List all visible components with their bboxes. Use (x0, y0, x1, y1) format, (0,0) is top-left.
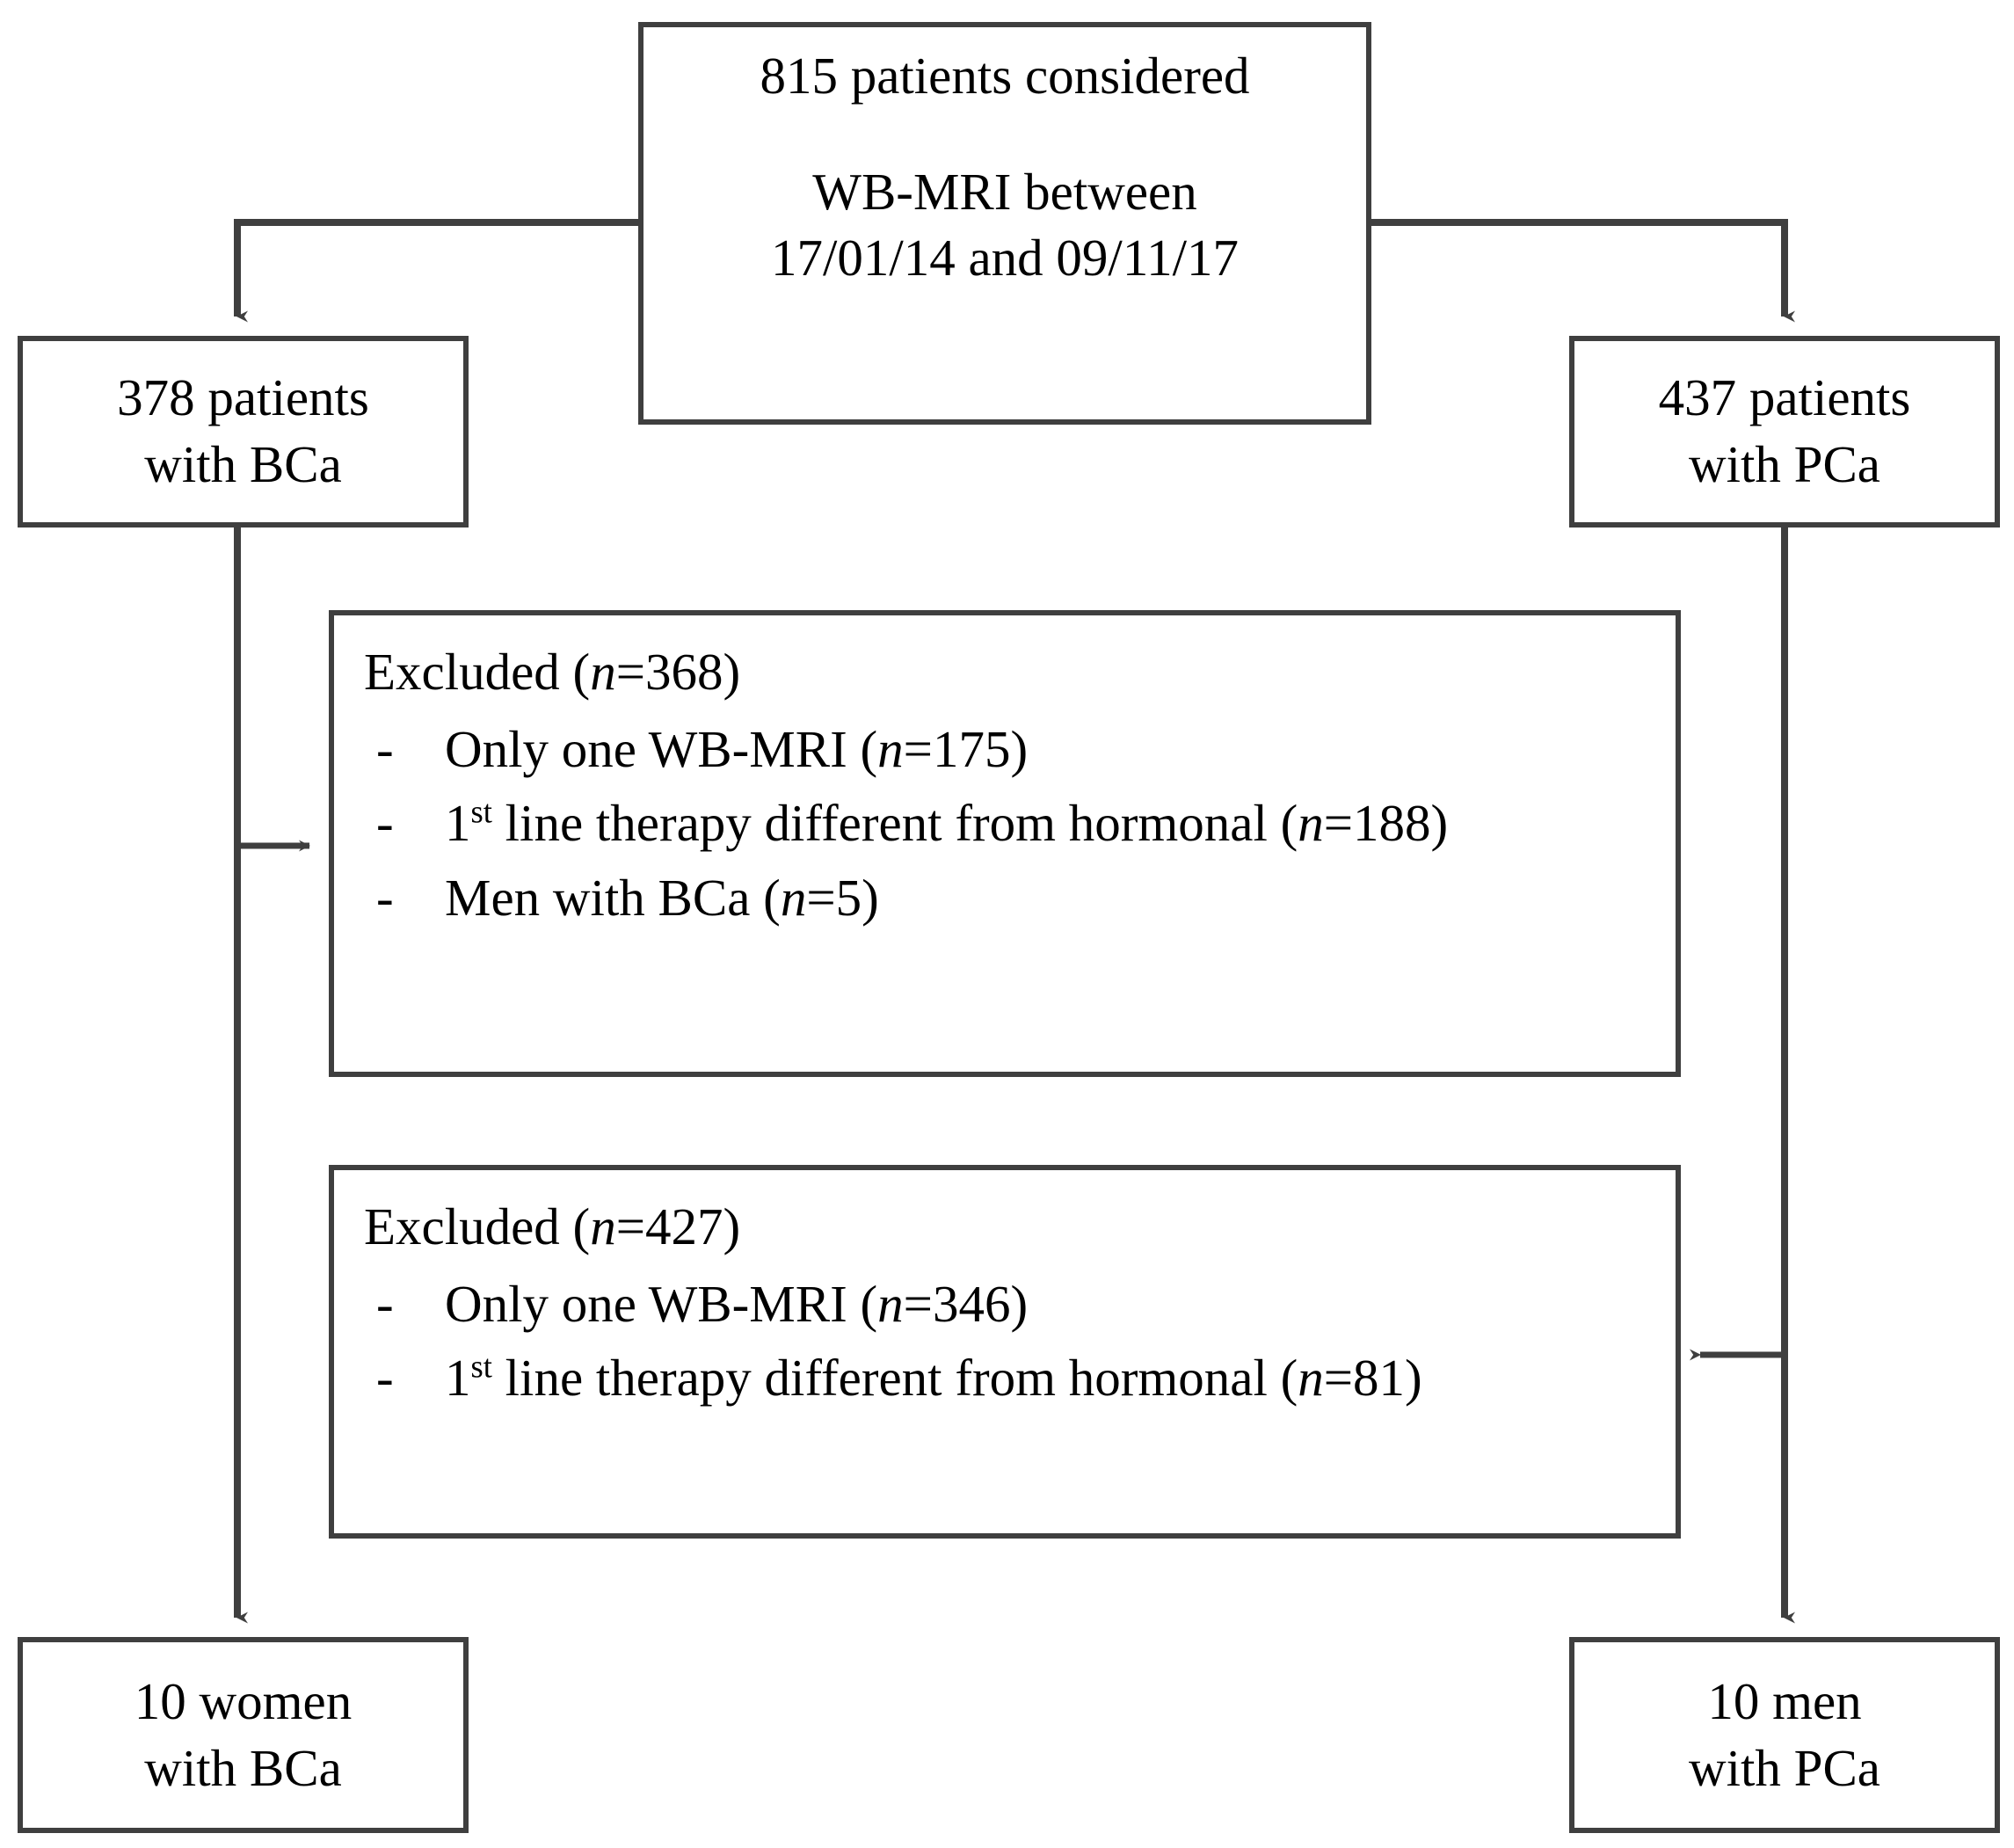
bullet-dash-icon: - (376, 1274, 394, 1333)
connector-top-to-bca (234, 219, 638, 323)
bullet-dash-icon: - (376, 1349, 394, 1408)
bullet-dash-icon: - (376, 868, 394, 927)
node-pca-cohort: 437 patients with PCa (1569, 336, 2000, 527)
excluded-bca-item-1-n: n (1298, 794, 1324, 853)
node-women-line-1: 10 women (134, 1671, 353, 1730)
node-bca-line-2: with BCa (144, 435, 342, 493)
excluded-pca-title-suffix: =427) (615, 1197, 741, 1255)
excluded-pca-item-0-text-b: =346) (903, 1274, 1029, 1333)
list-item: -Only one WB-MRI (n=346) (364, 1270, 1646, 1338)
node-top-line-1: 815 patients considered (760, 47, 1250, 105)
excluded-pca-title-prefix: Excluded ( (364, 1197, 591, 1255)
excluded-bca-title-suffix: =368) (615, 643, 741, 701)
node-bca-line-1: 378 patients (117, 368, 369, 427)
node-final-women: 10 women with BCa (18, 1637, 469, 1833)
excluded-bca-item-2-text-a: Men with BCa ( (445, 868, 781, 927)
node-bca-cohort: 378 patients with BCa (18, 336, 469, 527)
excluded-pca-item-1-text-a: 1 (445, 1349, 471, 1408)
list-item: -Men with BCa (n=5) (364, 864, 1646, 932)
bullet-dash-icon: - (376, 719, 394, 778)
node-top-line-3: 17/01/14 and 09/11/17 (770, 229, 1240, 287)
excluded-bca-title-n: n (590, 643, 616, 701)
connector-top-to-pca (1371, 219, 1795, 323)
excluded-bca-item-1-text-a: 1 (445, 794, 471, 853)
list-item: -Only one WB-MRI (n=175) (364, 716, 1646, 783)
excluded-bca-title-prefix: Excluded ( (364, 643, 591, 701)
excluded-pca-item-0-n: n (877, 1274, 904, 1333)
node-women-line-2: with BCa (144, 1738, 342, 1797)
excluded-bca-list: -Only one WB-MRI (n=175) -1st line thera… (364, 716, 1646, 932)
node-pca-line-2: with PCa (1689, 435, 1880, 493)
excluded-bca-title: Excluded (n=368) (364, 642, 1646, 703)
excluded-pca-list: -Only one WB-MRI (n=346) -1st line thera… (364, 1270, 1646, 1412)
excluded-pca-item-0-text-a: Only one WB-MRI ( (445, 1274, 878, 1333)
excluded-bca-item-2-text-b: =5) (806, 868, 879, 927)
node-men-line-1: 10 men (1707, 1671, 1862, 1730)
excluded-pca-item-1-n: n (1298, 1349, 1324, 1408)
node-excluded-pca: Excluded (n=427) -Only one WB-MRI (n=346… (329, 1165, 1681, 1539)
excluded-bca-item-1-text-b: line therapy different from hormonal ( (491, 794, 1298, 853)
excluded-bca-item-1-sup: st (470, 793, 492, 830)
excluded-bca-item-0-text-a: Only one WB-MRI ( (445, 719, 878, 778)
excluded-bca-item-0-n: n (877, 719, 904, 778)
bullet-dash-icon: - (376, 794, 394, 853)
excluded-pca-item-1-text-c: =81) (1323, 1349, 1422, 1408)
node-final-men: 10 men with PCa (1569, 1637, 2000, 1833)
excluded-pca-title-n: n (590, 1197, 616, 1255)
node-excluded-bca: Excluded (n=368) -Only one WB-MRI (n=175… (329, 610, 1681, 1077)
node-patients-considered: 815 patients considered WB-MRI between 1… (638, 22, 1371, 425)
excluded-bca-item-1-text-c: =188) (1323, 794, 1449, 853)
list-item: -1st line therapy different from hormona… (364, 1344, 1646, 1412)
list-item: -1st line therapy different from hormona… (364, 789, 1646, 857)
excluded-pca-title: Excluded (n=427) (364, 1197, 1646, 1258)
node-men-line-2: with PCa (1689, 1738, 1880, 1797)
excluded-pca-item-1-text-b: line therapy different from hormonal ( (491, 1349, 1298, 1408)
excluded-bca-item-2-n: n (780, 868, 807, 927)
excluded-pca-item-1-sup: st (470, 1348, 492, 1385)
excluded-bca-item-0-text-b: =175) (903, 719, 1029, 778)
node-pca-line-1: 437 patients (1658, 368, 1911, 427)
node-top-line-2: WB-MRI between (812, 162, 1197, 221)
